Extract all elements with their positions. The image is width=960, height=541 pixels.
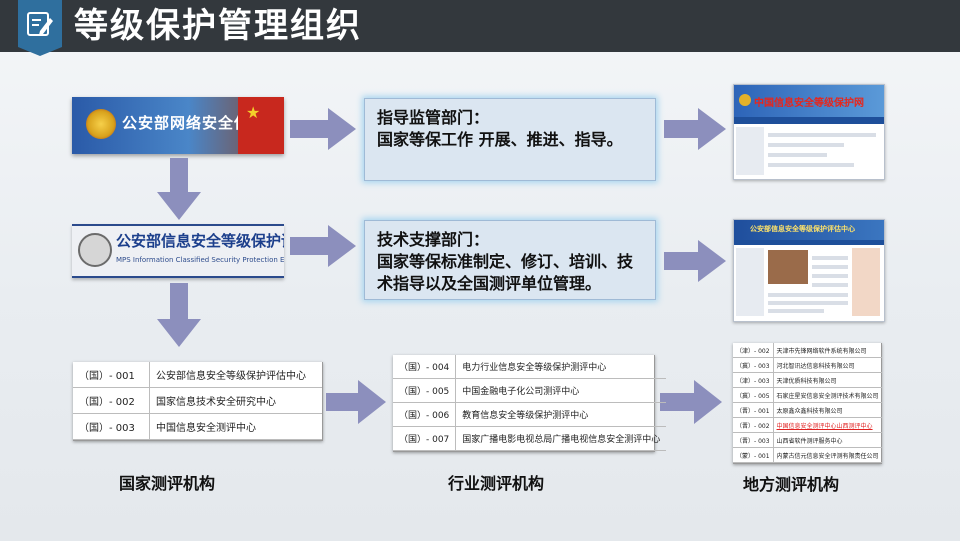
- down-arrow-icon: [157, 158, 201, 220]
- local-caption: 地方测评机构: [743, 471, 839, 495]
- site-photo: [768, 250, 808, 284]
- site-header: 中国信息安全等级保护网: [754, 94, 864, 109]
- banner-label: 公安部信息安全等级保护评估中心: [116, 230, 284, 251]
- right-arrow-icon: [290, 108, 356, 150]
- down-arrow-icon: [157, 283, 201, 347]
- document-edit-badge: [18, 0, 62, 56]
- box-heading: 指导监管部门：: [377, 107, 643, 129]
- page-title: 等级保护管理组织: [74, 4, 362, 48]
- right-arrow-icon: [326, 380, 386, 424]
- mps-evaluation-center-banner: 公安部信息安全等级保护评估中心 MPS Information Classifi…: [72, 224, 284, 278]
- banner-subtitle: MPS Information Classified Security Prot…: [116, 256, 284, 264]
- supervision-dept-box: 指导监管部门： 国家等保工作 开展、推进、指导。: [364, 98, 656, 181]
- site-content: [768, 129, 876, 173]
- police-emblem-icon: [86, 109, 116, 139]
- box-body: 国家等保标准制定、修订、培训、技术指导以及全国测评单位管理。: [377, 251, 643, 295]
- mps-network-security-banner: 公安部网络安全保卫局: [72, 97, 284, 154]
- industry-caption: 行业测评机构: [448, 470, 544, 494]
- right-arrow-icon: [664, 240, 726, 282]
- right-arrow-icon: [660, 380, 722, 424]
- edit-document-icon: [26, 10, 54, 38]
- site-content: [812, 252, 848, 292]
- box-heading: 技术支撑部门：: [377, 229, 643, 251]
- emblem-icon: [78, 233, 112, 267]
- police-emblem-icon: [739, 94, 751, 106]
- site-sidebar-right: [852, 248, 880, 316]
- right-arrow-icon: [290, 225, 356, 267]
- site-sidebar: [736, 127, 764, 175]
- site-nav-bar: [734, 117, 884, 124]
- technical-support-box: 技术支撑部门： 国家等保标准制定、修订、培训、技术指导以及全国测评单位管理。: [364, 220, 656, 300]
- website-screenshot: 中国信息安全等级保护网: [733, 84, 885, 180]
- right-arrow-icon: [664, 108, 726, 150]
- flag-icon: [238, 97, 284, 154]
- site-header: 公安部信息安全等级保护评估中心: [750, 224, 855, 234]
- box-body: 国家等保工作 开展、推进、指导。: [377, 129, 643, 151]
- site-sidebar: [736, 248, 764, 316]
- site-content: [768, 290, 848, 317]
- website-screenshot: 公安部信息安全等级保护评估中心: [733, 219, 885, 322]
- national-caption: 国家测评机构: [119, 470, 215, 494]
